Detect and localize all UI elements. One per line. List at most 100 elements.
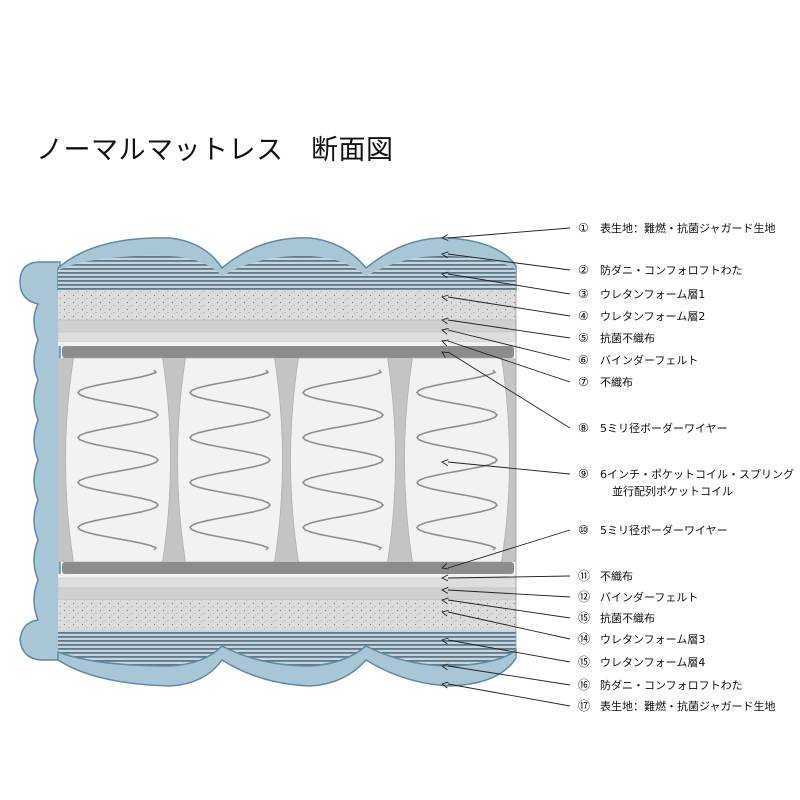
callout-leader-line [447,665,571,686]
callout-label-text: 並行配列ポケットコイル [612,484,733,498]
arrowhead [441,271,449,279]
arrowhead [441,351,449,358]
callout-leader-line [447,599,571,619]
callout-label-text: バインダーフェルト [600,590,698,604]
callout-leader-line [447,575,571,579]
arrowhead [441,563,449,570]
callout-label-text: 防ダニ・コンフォロフトわた [600,678,743,692]
nonwoven-top [58,342,516,346]
callout-leader-line [447,227,571,239]
callout-leader-line [447,461,571,475]
callout-14: ⑭ ウレタンフォーム層3 [441,609,705,646]
arrowhead [440,663,449,671]
arrowhead [440,597,449,605]
callout-11: ⑪ 不織布 [440,569,633,583]
callout-number: ⑤ [578,331,589,345]
spring-coil [76,369,160,551]
callout-number: ⑰ [578,699,590,713]
border-wire-top [62,346,514,358]
callout-label-text: 5ミリ径ボーダーワイヤー [600,523,728,537]
bottom-cover [57,645,517,687]
binder-felt-bottom [57,577,517,589]
callout-label-text: 6インチ・ポケットコイル・スプリング [600,467,794,481]
pocket-coil-zone [58,357,516,563]
diagram-title: ノーマルマットレス 断面図 [36,135,394,166]
callout-label-text: 抗菌不織布 [600,331,655,345]
callout-3: ③ ウレタンフォーム層1 [441,271,705,301]
arrowhead [440,574,449,582]
arrowhead [441,339,449,347]
callout-number: ⑦ [578,375,589,389]
callout-17: ⑰ 表生地：難燃・抗菌ジャガード生地 [441,681,775,713]
nonwoven-bottom [58,574,516,578]
callout-16: ⑯ 防ダニ・コンフォロフトわた [440,663,743,692]
bottom-quilt-batting [58,630,516,666]
callout-label-text: 表生地：難燃・抗菌ジャガード生地 [600,221,775,235]
callout-number: ⑩ [578,523,589,537]
callout-label-text: バインダーフェルト [600,353,698,367]
callout-number: ⑮ [578,655,590,669]
callout-leader-line [447,683,571,707]
callout-leader-line [447,273,571,295]
callout-leader-line [447,319,571,339]
urethane-layer-2 [58,304,516,320]
callout-leader-line [447,611,571,640]
border-wire-bottom [62,562,514,574]
top-quilt-batting [58,255,516,290]
callout-number: ② [578,263,589,277]
arrowhead [441,234,449,241]
urethane-layer-1 [58,290,516,304]
callout-leader-line [447,296,571,317]
callout-number: ⑭ [578,632,590,646]
callout-leader-line [447,529,571,569]
coil-pocket [404,357,510,563]
callout-leader-line [447,340,571,383]
arrowhead [440,586,449,594]
callout-8: ⑧ 5ミリ径ボーダーワイヤー [441,351,728,435]
callout-leader-line [447,329,571,361]
callout-7: ⑦ 不織布 [441,339,633,389]
urethane-layer-3 [58,600,516,616]
callout-number: ⑨ [578,467,589,481]
callout-5: ⑤ 抗菌不織布 [440,317,655,345]
antibacterial-nonwoven-top [57,319,517,333]
arrowhead [440,294,449,302]
coil-pocket [177,357,283,563]
callout-leader-line [447,589,571,598]
callout-number: ⑫ [578,590,590,604]
callout-label-text: 不織布 [600,570,633,583]
callout-label-text: ウレタンフォーム層1 [600,288,705,301]
callout-label-text: 表生地：難燃・抗菌ジャガード生地 [600,699,775,713]
callout-number: ③ [578,287,589,301]
urethane-layer-4 [58,616,516,630]
callout-number: ⑥ [578,353,589,367]
callout-label-text: 5ミリ径ボーダーワイヤー [600,421,728,435]
callout-10: ⑩ 5ミリ径ボーダーワイヤー [441,523,728,570]
spring-coil [415,369,499,551]
side-cover [19,261,61,661]
callout-leader-line [447,253,571,271]
spring-coil [301,369,385,551]
callout-number: ⑪ [578,569,590,583]
callout-label-text: ウレタンフォーム層3 [600,633,705,646]
arrowhead [440,459,449,466]
callout-number: ⑧ [578,421,589,435]
callout-12: ⑫ バインダーフェルト [440,586,698,604]
coil-pocket [65,357,171,563]
callout-6: ⑥ バインダーフェルト [441,328,698,367]
coil-pocket [290,357,396,563]
callout-number: ⑯ [578,678,590,692]
spring-coil [188,369,272,551]
arrowhead [441,681,449,689]
callout-label-text: ウレタンフォーム層2 [600,310,705,323]
callout-label-text: 不織布 [600,376,633,389]
callout-leader-line [447,639,571,663]
arrowhead [441,328,449,335]
